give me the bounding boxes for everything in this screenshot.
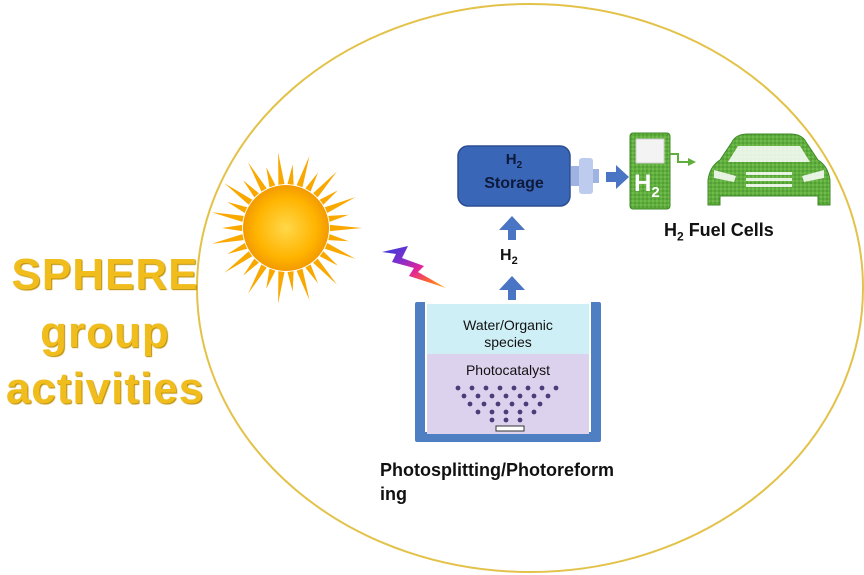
sun-ray — [328, 234, 349, 242]
photoreactor — [415, 302, 601, 442]
catalyst-particle — [517, 417, 523, 423]
hydrogen-station-icon — [629, 132, 696, 210]
sun-ray — [328, 214, 349, 222]
arrow-label-h: H — [500, 247, 512, 264]
catalyst-particle — [475, 393, 481, 399]
up-arrow-upper — [499, 216, 525, 240]
catalyst-particle — [495, 401, 501, 407]
right-arrow — [606, 165, 629, 189]
catalyst-particle — [531, 393, 537, 399]
catalyst-particle — [483, 385, 489, 391]
catalyst-particle — [489, 393, 495, 399]
sun-ray — [227, 202, 248, 213]
sun-ray — [324, 243, 356, 259]
fuel-cells-label: H2 Fuel Cells — [664, 220, 774, 244]
process-caption: Photosplitting/Photoreform ing — [380, 458, 614, 506]
sun-ray — [324, 197, 356, 213]
water-layer — [427, 304, 589, 354]
sun-ray — [266, 268, 276, 289]
sun-ray — [287, 271, 294, 292]
storage-sub: 2 — [516, 160, 523, 171]
catalyst-particle — [489, 409, 495, 415]
catalyst-particle — [467, 401, 473, 407]
photocatalyst-particles — [455, 385, 559, 423]
sun-ray — [224, 251, 253, 273]
fuel-cells-rest: Fuel Cells — [683, 220, 774, 240]
catalyst-particle — [503, 409, 509, 415]
catalyst-particle — [545, 393, 551, 399]
catalyst-particle — [475, 409, 481, 415]
up-arrow-lower — [499, 276, 525, 300]
sun-ray — [224, 183, 253, 205]
station-label: H2 — [634, 170, 660, 201]
catalyst-particle — [503, 417, 509, 423]
catalyst-particle — [455, 385, 461, 391]
h2-arrow-label: H2 — [500, 247, 518, 267]
sun-ray — [313, 171, 337, 198]
catalyst-particle — [517, 393, 523, 399]
sun-ray — [305, 172, 318, 192]
sun-ray — [305, 264, 318, 284]
sun-icon — [211, 152, 362, 304]
title-line-2: group — [40, 308, 170, 357]
storage-tank-icon — [457, 145, 599, 207]
catalyst-particle — [489, 417, 495, 423]
sun-ray — [319, 251, 338, 266]
catalyst-particle — [525, 385, 531, 391]
arrow-label-sub: 2 — [511, 255, 518, 268]
sun-ray — [243, 180, 259, 198]
title-line-1: SPHERE — [11, 250, 199, 299]
sun-ray — [248, 264, 267, 294]
fuel-cells-sub: 2 — [677, 229, 684, 244]
sun-ray — [243, 258, 259, 276]
sun-ray — [296, 268, 310, 301]
catalyst-particle — [553, 385, 559, 391]
storage-word: Storage — [484, 175, 544, 192]
fuel-cells-h: H — [664, 220, 677, 240]
title-line-3: activities — [5, 364, 205, 413]
catalyst-particle — [509, 401, 515, 407]
water-label: Water/Organic species — [427, 317, 589, 351]
catalyst-particle — [481, 401, 487, 407]
sun-ray — [319, 190, 338, 205]
catalyst-particle — [539, 385, 545, 391]
activity-ellipse — [196, 3, 864, 573]
catalyst-particle — [523, 401, 529, 407]
catalyst-particle — [503, 393, 509, 399]
catalyst-particle — [497, 385, 503, 391]
station-sub: 2 — [651, 183, 660, 201]
sun-ray — [211, 234, 244, 244]
sun-ray — [329, 224, 362, 232]
sun-ray — [278, 152, 285, 185]
catalyst-particle — [461, 393, 467, 399]
sun-ray — [222, 224, 243, 232]
storage-label: H2 Storage — [458, 152, 570, 195]
sun-ray — [248, 162, 267, 192]
sun-ray — [266, 167, 276, 188]
sun-ray — [313, 258, 337, 285]
station-h: H — [634, 170, 652, 197]
sun-ray — [211, 212, 244, 222]
caption-line-2: ing — [380, 484, 407, 504]
stir-bar-icon — [495, 425, 525, 432]
catalyst-particle — [531, 409, 537, 415]
sun-ray — [287, 164, 294, 185]
catalyst-particle — [511, 385, 517, 391]
catalyst-particle — [537, 401, 543, 407]
water-label-line-1: Water/Organic — [463, 317, 553, 333]
storage-h: H — [505, 151, 517, 168]
catalyst-particle — [469, 385, 475, 391]
car-icon — [707, 133, 831, 206]
light-bolt-icon — [382, 246, 446, 288]
sun-ray — [278, 271, 285, 304]
catalyst-particle — [517, 409, 523, 415]
catalyst-label: Photocatalyst — [465, 362, 551, 378]
sun-ray — [227, 243, 248, 254]
water-label-line-2: species — [484, 334, 532, 350]
caption-line-1: Photosplitting/Photoreform — [380, 460, 614, 480]
sun-ray — [296, 155, 310, 188]
